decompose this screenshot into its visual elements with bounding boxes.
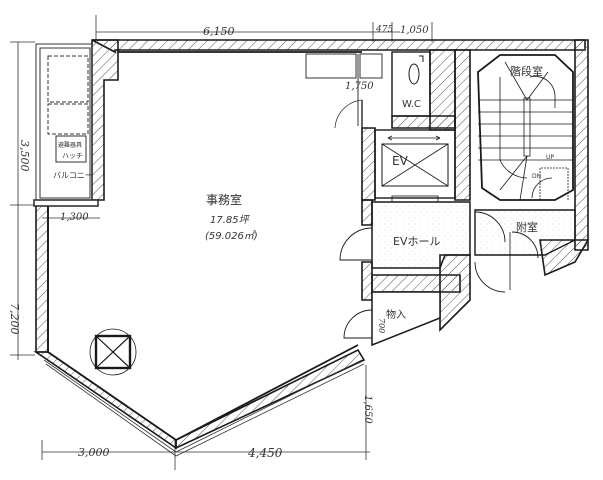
hatch-label-top: 避難器具 (58, 142, 83, 149)
dim-top-right: 1,050 (400, 25, 429, 36)
kitchenette (305, 53, 383, 129)
dim-wc-depth: 1,750 (345, 81, 374, 92)
annex-label: 附室 (516, 221, 538, 234)
annex-room (474, 209, 576, 293)
office-area-tsubo: 17.85坪 (210, 215, 249, 226)
dim-storage-width: 700 (377, 318, 386, 334)
dim-bottom-left: 3,000 (78, 446, 110, 459)
balcony (33, 43, 99, 207)
balcony-label: バルコニー (53, 171, 93, 180)
stairwell-label: 階段室 (510, 65, 543, 78)
wc-label: W.C (402, 99, 421, 110)
dim-bottom-right: 4,450 (248, 446, 283, 460)
dim-balcony-width: 1,300 (60, 212, 89, 223)
dim-left-upper: 3,500 (18, 140, 31, 172)
dim-top-mid: 475 (376, 25, 394, 35)
ev-hall (339, 201, 471, 269)
storage-label: 物入 (386, 310, 406, 321)
stair-up-mark: UP (546, 154, 555, 161)
wc-room (391, 51, 431, 117)
dim-right-lower: 1,650 (362, 395, 373, 424)
dim-top-main: 6,150 (203, 25, 235, 38)
office-area-m2: (59.026㎡) (205, 231, 258, 242)
dim-left-lower: 7,200 (8, 303, 21, 335)
vent-symbol (89, 328, 137, 376)
ev-hall-label: EVホール (393, 235, 441, 248)
storage-closet (343, 291, 441, 347)
office-name: 事務室 (206, 193, 243, 207)
hatch-label-bottom: ハッチ (62, 152, 83, 160)
stairwell (477, 54, 574, 201)
balcony-rail (43, 359, 365, 457)
office-outline (47, 51, 362, 442)
elevator-shaft (374, 129, 456, 203)
stair-down-mark: DN (532, 173, 542, 180)
elevator-label: EV (392, 154, 408, 168)
